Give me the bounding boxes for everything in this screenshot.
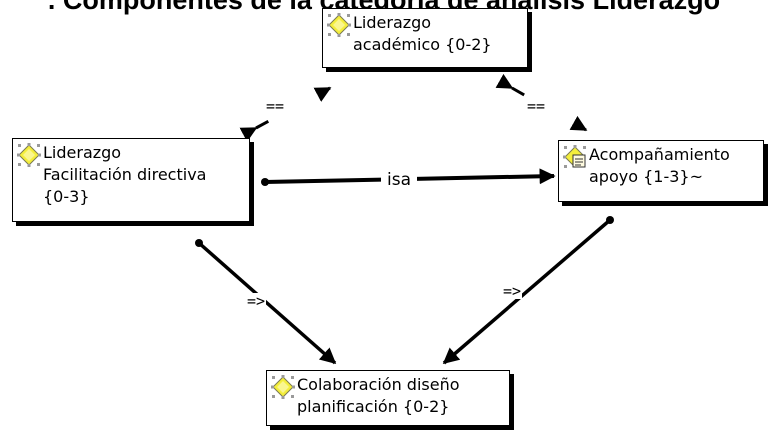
edge-facilitacion-colaboracion — [197, 241, 337, 365]
edge-label-implies-right: => — [502, 282, 523, 300]
node-label: Colaboración diseño planificación {0-2} — [297, 375, 460, 416]
edge-label-isa: isa — [381, 170, 417, 190]
code-family-icon — [271, 375, 295, 399]
node-liderazgo-academico[interactable]: Liderazgo académico {0-2} — [322, 8, 528, 68]
node-liderazgo-facilitacion[interactable]: Liderazgo Facilitación directiva {0-3} — [12, 138, 250, 222]
diagram-title: . Componentes de la categoría de análisi… — [47, 0, 721, 15]
node-label: Liderazgo académico {0-2} — [353, 13, 492, 54]
edge-acompanamiento-colaboracion — [442, 218, 612, 365]
edge-academico-acompanamiento — [495, 73, 588, 132]
edge-label-eq-left: == — [265, 97, 286, 115]
node-label: Liderazgo Facilitación directiva {0-3} — [43, 143, 207, 206]
node-acompanamiento-apoyo[interactable]: Acompañamiento apoyo {1-3}~ — [558, 140, 764, 202]
code-family-icon — [327, 13, 351, 37]
edge-label-implies-left: => — [246, 292, 267, 310]
node-colaboracion-diseno[interactable]: Colaboración diseño planificación {0-2} — [266, 370, 510, 426]
node-label: Acompañamiento apoyo {1-3}~ — [589, 145, 730, 186]
code-family-icon — [17, 143, 41, 167]
edge-label-eq-right: == — [526, 97, 547, 115]
code-memo-icon — [563, 145, 586, 168]
